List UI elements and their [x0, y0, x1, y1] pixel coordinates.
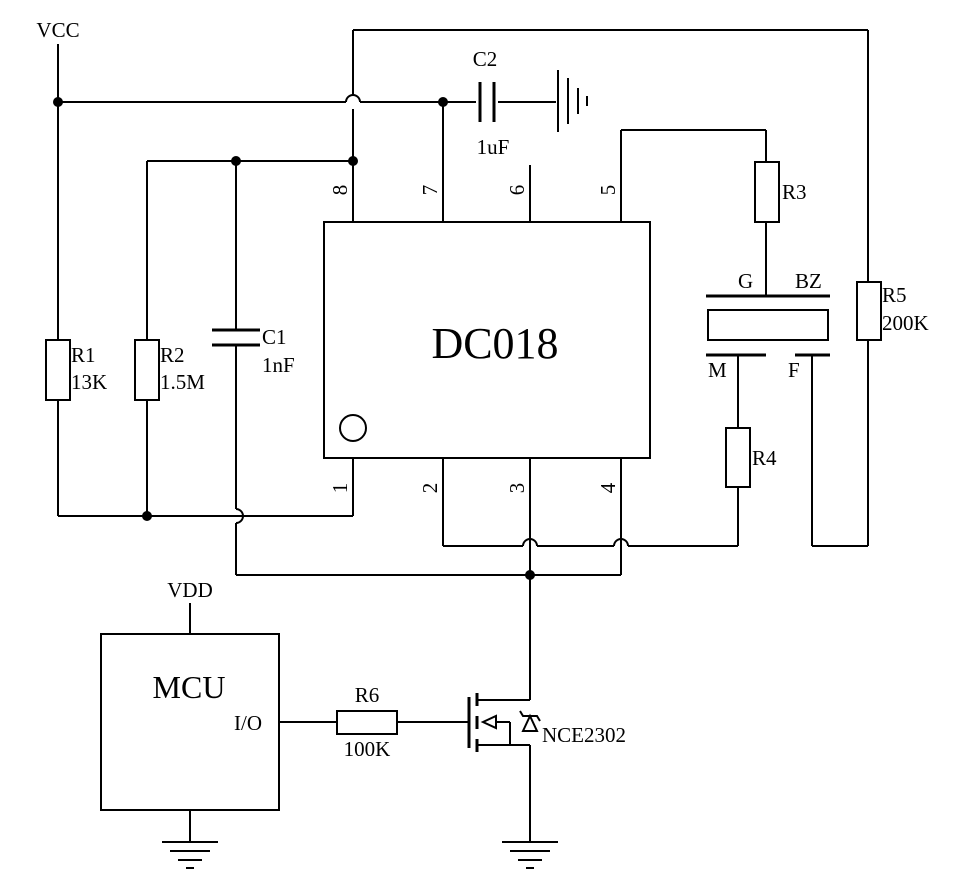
- junction-dot: [142, 511, 152, 521]
- buzzer-bz: G BZ M F: [706, 269, 830, 382]
- c1-label: C1: [262, 325, 287, 349]
- resistor-r1: R1 13K: [45, 339, 107, 401]
- r1-value: 13K: [71, 370, 107, 394]
- junction-dot: [438, 97, 448, 107]
- mosfet-label: NCE2302: [542, 723, 626, 747]
- ground-symbol-c2: [557, 70, 588, 132]
- r6-label: R6: [355, 683, 380, 707]
- junctions: [53, 97, 535, 580]
- r6-value: 100K: [344, 737, 391, 761]
- resistor-r2: R2 1.5M: [134, 339, 205, 401]
- r2-label: R2: [160, 343, 185, 367]
- bz-label: BZ: [795, 269, 822, 293]
- bz-g-label: G: [738, 269, 753, 293]
- pin-7-label: 7: [418, 185, 442, 196]
- pin-6-label: 6: [505, 185, 529, 196]
- resistor-r5: R5 200K: [856, 281, 929, 341]
- ground-symbol-mosfet: [502, 841, 558, 869]
- vcc-label: VCC: [36, 18, 79, 42]
- ground-symbol-mcu: [162, 841, 218, 869]
- c1-value: 1nF: [262, 353, 295, 377]
- io-label: I/O: [234, 711, 262, 735]
- junction-dot: [348, 156, 358, 166]
- dc018-chip: DC018 8 7 6 5 1 2 3 4: [323, 185, 651, 494]
- pin-4-label: 4: [596, 482, 620, 493]
- junction-dot: [53, 97, 63, 107]
- r5-label: R5: [882, 283, 907, 307]
- chip-label: DC018: [431, 319, 558, 368]
- junction-dot: [525, 570, 535, 580]
- r2-value: 1.5M: [160, 370, 205, 394]
- pin-3-label: 3: [505, 483, 529, 494]
- capacitor-c1: C1 1nF: [212, 325, 295, 377]
- pin-2-label: 2: [418, 483, 442, 494]
- r5-value: 200K: [882, 311, 929, 335]
- bz-m-label: M: [708, 358, 727, 382]
- r3-label: R3: [782, 180, 807, 204]
- pin-5-label: 5: [596, 185, 620, 196]
- c2-value: 1uF: [477, 135, 510, 159]
- pin-8-label: 8: [328, 185, 352, 196]
- mcu-block: MCU I/O: [100, 633, 280, 811]
- wires: [57, 29, 869, 842]
- resistor-r4: R4: [725, 427, 777, 488]
- body-diode: [521, 713, 539, 732]
- capacitor-c2: C2 1uF: [473, 47, 510, 159]
- c2-label: C2: [473, 47, 498, 71]
- r4-label: R4: [752, 446, 777, 470]
- resistor-r6: R6 100K: [336, 683, 398, 761]
- r1-label: R1: [71, 343, 96, 367]
- mosfet-nce2302: NCE2302: [467, 693, 626, 752]
- pin-1-label: 1: [328, 483, 352, 494]
- mosfet-arrow: [480, 714, 497, 730]
- vdd-label: VDD: [167, 578, 213, 602]
- pin1-marker: [339, 414, 367, 442]
- mcu-label: MCU: [153, 669, 226, 705]
- junction-dot: [231, 156, 241, 166]
- bz-f-label: F: [788, 358, 800, 382]
- resistor-r3: R3: [754, 161, 807, 223]
